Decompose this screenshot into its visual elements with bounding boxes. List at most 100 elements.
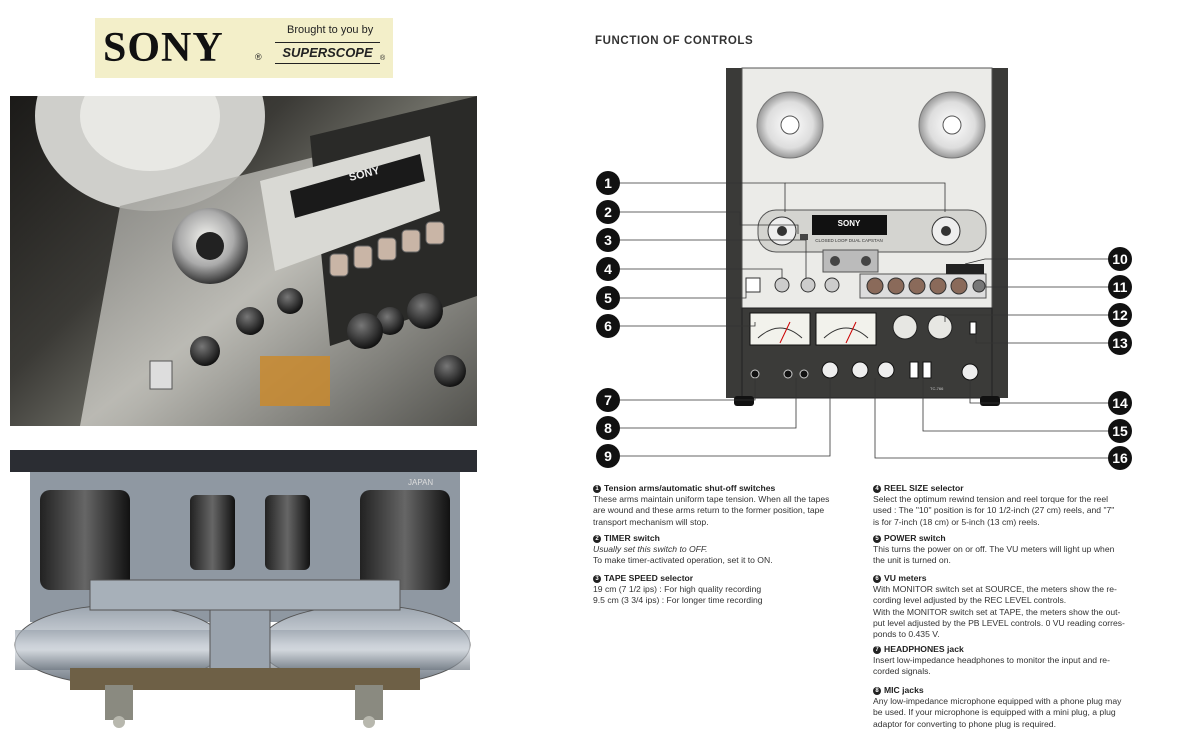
- deck-closeup-photo: SONY: [10, 96, 477, 426]
- callout-5: 5: [596, 286, 620, 310]
- callout-12: 12: [1108, 303, 1132, 327]
- logo-sponsor: SUPERSCOPE: [275, 42, 380, 64]
- desc-line: Select the optimum rewind tension and re…: [873, 494, 1109, 505]
- mechanism-illustration: JAPAN: [10, 450, 477, 728]
- section-title: FUNCTION OF CONTROLS: [595, 35, 754, 47]
- diagram-brand-badge: SONY: [838, 219, 861, 228]
- desc-line: adaptor for converting to phone plug is …: [873, 718, 1056, 729]
- desc-title: TAPE SPEED selector: [604, 573, 694, 583]
- callout-9: 9: [596, 444, 620, 468]
- desc-line: 19 cm (7 1/2 ips) : For high quality rec…: [593, 584, 762, 595]
- desc-title: HEADPHONES jack: [884, 644, 964, 654]
- callout-3: 3: [596, 228, 620, 252]
- logo-brought-by: Brought to you by: [287, 24, 374, 36]
- desc-line: With MONITOR switch set at SOURCE, the m…: [873, 584, 1117, 595]
- capstan-motors: [190, 495, 310, 570]
- output-knob: [961, 363, 979, 381]
- right-side-panel: [992, 68, 1008, 398]
- reels: [756, 91, 986, 159]
- desc-title: TIMER switch: [604, 533, 660, 543]
- desc-line: 9.5 cm (3 3/4 ips) : For longer time rec…: [593, 595, 763, 606]
- transport-mechanism-photo: JAPAN: [10, 440, 477, 740]
- sony-superscope-logo: SONY ® Brought to you by SUPERSCOPE ®: [95, 18, 393, 78]
- desc-line: cording level adjusted by the REC LEVEL …: [873, 595, 1067, 606]
- input-jacks: [750, 369, 809, 379]
- power-switch-drawing: [745, 277, 761, 293]
- desc-line: be used. If your microphone is equipped …: [873, 707, 1116, 718]
- power-switch: [149, 360, 173, 390]
- callout-11: 11: [1108, 275, 1132, 299]
- desc-italic-note: Usually set this switch to OFF.: [593, 544, 708, 555]
- callout-7: 7: [596, 388, 620, 412]
- desc-line: With the MONITOR switch set at TAPE, the…: [873, 606, 1121, 617]
- desc-line: Any low-impedance microphone equipped wi…: [873, 696, 1122, 707]
- transport-buttons-drawing: [866, 277, 986, 295]
- desc-line: the unit is turned on.: [873, 555, 951, 566]
- desc-number: 5: [873, 535, 881, 543]
- chassis-top-plate: [10, 450, 477, 472]
- desc-number: 7: [873, 646, 881, 654]
- diagram-badge-sub: CLOSED LOOP DUAL CAPSTAN: [815, 238, 882, 243]
- desc-line: used : The "10" position is for 10 1/2-i…: [873, 505, 1115, 516]
- head-badge: [812, 215, 887, 235]
- logo-reg-mark: ®: [255, 52, 262, 62]
- desc-line: ponds to 0.435 V.: [873, 629, 940, 640]
- controls-diagram: SONY CLOSED LOOP DUAL CAPSTAN: [590, 60, 1170, 480]
- vu-meter-glow: [260, 356, 330, 406]
- transport-buttons: [329, 221, 445, 277]
- mechanism-label: JAPAN: [408, 478, 433, 487]
- callout-6: 6: [596, 314, 620, 338]
- desc-line: This turns the power on or off. The VU m…: [873, 544, 1115, 555]
- callout-1: 1: [596, 171, 620, 195]
- deck-closeup-illustration: SONY: [35, 96, 477, 426]
- reel-motors: [40, 490, 450, 590]
- desc-number: 6: [873, 575, 881, 583]
- desc-number: 4: [873, 485, 881, 493]
- vu-meters-drawing: [749, 312, 877, 346]
- deck-line-drawing: SONY CLOSED LOOP DUAL CAPSTAN: [620, 67, 1110, 459]
- desc-line: corded signals.: [873, 666, 931, 677]
- control-knobs: [190, 288, 466, 387]
- callout-8: 8: [596, 416, 620, 440]
- callout-2: 2: [596, 200, 620, 224]
- desc-line: transport mechanism will stop.: [593, 516, 709, 527]
- desc-number: 8: [873, 687, 881, 695]
- callout-15: 15: [1108, 419, 1132, 443]
- callout-13: 13: [1108, 331, 1132, 355]
- desc-title: POWER switch: [884, 533, 946, 543]
- desc-title: VU meters: [884, 573, 927, 583]
- flywheels: [14, 604, 471, 686]
- desc-line: These arms maintain uniform tape tension…: [593, 494, 830, 505]
- desc-line: is for 7-inch (18 cm) or 5-inch (13 cm) …: [873, 516, 1040, 527]
- model-label: TC-766: [930, 386, 944, 391]
- monitor-switch: [969, 321, 977, 335]
- desc-title: REEL SIZE selector: [884, 483, 964, 493]
- base-plate: [70, 668, 420, 690]
- small-selectors: [774, 277, 840, 293]
- level-knobs: [892, 314, 953, 340]
- leader-lines: [620, 182, 1110, 459]
- mounting-feet: [105, 685, 383, 728]
- mode-switches: [909, 361, 932, 379]
- desc-line: are wound and these arms return to the f…: [593, 505, 825, 516]
- callout-10: 10: [1108, 247, 1132, 271]
- desc-number: 2: [593, 535, 601, 543]
- rec-level-knobs: [821, 361, 895, 379]
- callout-14: 14: [1108, 391, 1132, 415]
- callout-4: 4: [596, 257, 620, 281]
- desc-title: Tension arms/automatic shut-off switches: [604, 483, 776, 493]
- desc-line: To make timer-activated operation, set i…: [593, 555, 773, 566]
- desc-number: 3: [593, 575, 601, 583]
- left-side-panel: [726, 68, 742, 398]
- desc-line: put level adjusted by the PB LEVEL contr…: [873, 617, 1125, 628]
- desc-number: 1: [593, 485, 601, 493]
- callout-16: 16: [1108, 446, 1132, 470]
